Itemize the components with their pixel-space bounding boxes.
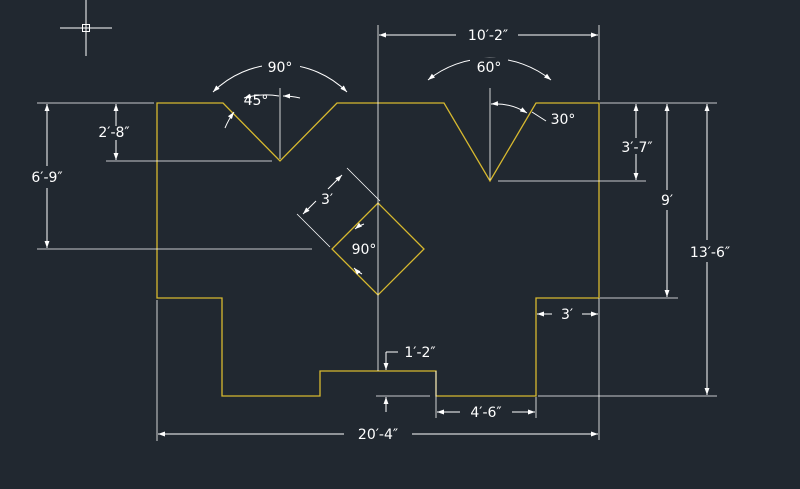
dim-bottom-notch-width[interactable]: 4′-6″ [437,397,537,421]
dim-left-height[interactable]: 6′-9″ [31,102,312,250]
dim-left-v-half-angle[interactable]: 45° [224,88,301,159]
dim-step-height[interactable]: 1′-2″ [376,345,437,418]
dim-text: 9′ [661,193,673,209]
dim-text: 90° [352,242,377,258]
dim-text: 30° [551,112,576,128]
dim-text: 3′ [321,192,333,208]
dim-text: 3′ [561,307,573,323]
dim-text: 3′-7″ [621,140,652,156]
dim-text: 6′-9″ [31,170,62,186]
dim-text: 13′-6″ [690,245,730,261]
crosshair-icon [60,0,112,56]
dim-diamond-angle[interactable]: 90° [352,222,377,275]
dim-right-notch-width[interactable]: 3′ [537,298,600,440]
dim-right-height[interactable]: 9′ [600,102,678,299]
dim-text: 10′-2″ [468,28,508,44]
dim-diamond-side[interactable]: 3′ [296,167,381,248]
dim-total-width[interactable]: 20′-4″ [156,300,598,443]
dim-left-v-angle[interactable]: 90° [212,58,348,93]
dim-text: 60° [477,60,502,76]
dim-text: 4′-6″ [470,405,501,421]
dim-text: 90° [268,60,293,76]
floor-plan-outline[interactable] [156,102,600,397]
dim-top-width[interactable]: 10′-2″ [379,25,600,100]
dim-total-height[interactable]: 13′-6″ [538,102,730,397]
dim-text: 1′-2″ [404,345,435,361]
dim-left-v-depth[interactable]: 2′-8″ [98,104,272,162]
dim-text: 45° [244,93,269,109]
dim-text: 20′-4″ [358,427,398,443]
dim-right-v-depth[interactable]: 3′-7″ [498,102,653,182]
dim-text: 2′-8″ [98,125,129,141]
dim-right-v-half-angle[interactable]: 30° [489,88,576,180]
dim-right-v-angle[interactable]: 60° [427,57,552,81]
